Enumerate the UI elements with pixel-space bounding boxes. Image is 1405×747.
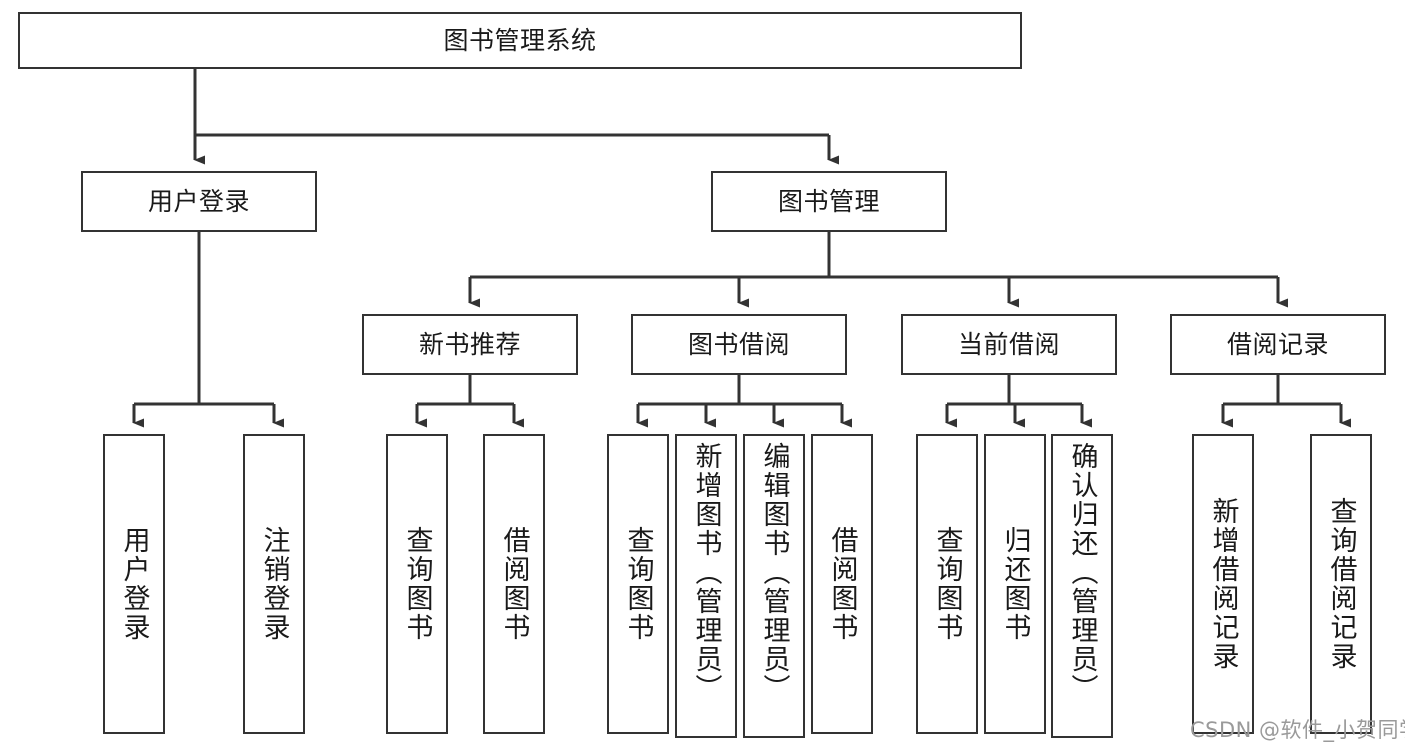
node-leaf-label: 用户登录: [118, 526, 150, 642]
node-user-login-label: 用户登录: [147, 186, 250, 216]
node-root-system[interactable]: 图书管理系统: [18, 12, 1022, 69]
node-leaf-label: 确认归还（管理员）: [1066, 442, 1098, 703]
node-book-borrow-label: 图书借阅: [687, 329, 790, 359]
node-leaf-label: 新增借阅记录: [1207, 497, 1239, 671]
node-user-login[interactable]: 用户登录: [81, 171, 317, 232]
node-leaf-logout[interactable]: 注销登录: [243, 434, 305, 734]
node-leaf-label: 归还图书: [999, 526, 1031, 642]
node-leaf-borrow-book[interactable]: 借阅图书: [811, 434, 873, 734]
node-borrow-record[interactable]: 借阅记录: [1170, 314, 1386, 375]
node-leaf-label: 编辑图书（管理员）: [758, 442, 790, 703]
node-leaf-add-borrow-record[interactable]: 新增借阅记录: [1192, 434, 1254, 734]
node-leaf-return-book[interactable]: 归还图书: [984, 434, 1046, 734]
node-book-borrow[interactable]: 图书借阅: [631, 314, 847, 375]
csdn-watermark: CSDN @软件_小贺同学: [1190, 718, 1405, 742]
node-borrow-record-label: 借阅记录: [1226, 329, 1329, 359]
node-leaf-label: 借阅图书: [826, 526, 858, 642]
node-current-borrow-label: 当前借阅: [957, 329, 1060, 359]
node-leaf-query-book-recommend[interactable]: 查询图书: [386, 434, 448, 734]
node-leaf-add-book-admin[interactable]: 新增图书（管理员）: [675, 434, 737, 738]
node-root-label: 图书管理系统: [443, 25, 597, 55]
node-leaf-label: 查询图书: [401, 526, 433, 642]
node-leaf-query-book-borrow[interactable]: 查询图书: [607, 434, 669, 734]
node-leaf-edit-book-admin[interactable]: 编辑图书（管理员）: [743, 434, 805, 738]
node-leaf-confirm-return-admin[interactable]: 确认归还（管理员）: [1051, 434, 1113, 738]
node-leaf-borrow-book-recommend[interactable]: 借阅图书: [483, 434, 545, 734]
node-leaf-label: 新增图书（管理员）: [690, 442, 722, 703]
node-leaf-user-login[interactable]: 用户登录: [103, 434, 165, 734]
node-new-book-recommend[interactable]: 新书推荐: [362, 314, 578, 375]
node-leaf-label: 查询图书: [622, 526, 654, 642]
node-book-management[interactable]: 图书管理: [711, 171, 947, 232]
node-leaf-label: 查询图书: [931, 526, 963, 642]
node-book-management-label: 图书管理: [777, 186, 880, 216]
node-leaf-label: 查询借阅记录: [1325, 497, 1357, 671]
node-leaf-label: 借阅图书: [498, 526, 530, 642]
node-leaf-label: 注销登录: [258, 526, 290, 642]
node-leaf-query-book-current[interactable]: 查询图书: [916, 434, 978, 734]
node-leaf-query-borrow-record[interactable]: 查询借阅记录: [1310, 434, 1372, 734]
node-new-book-recommend-label: 新书推荐: [418, 329, 521, 359]
node-current-borrow[interactable]: 当前借阅: [901, 314, 1117, 375]
